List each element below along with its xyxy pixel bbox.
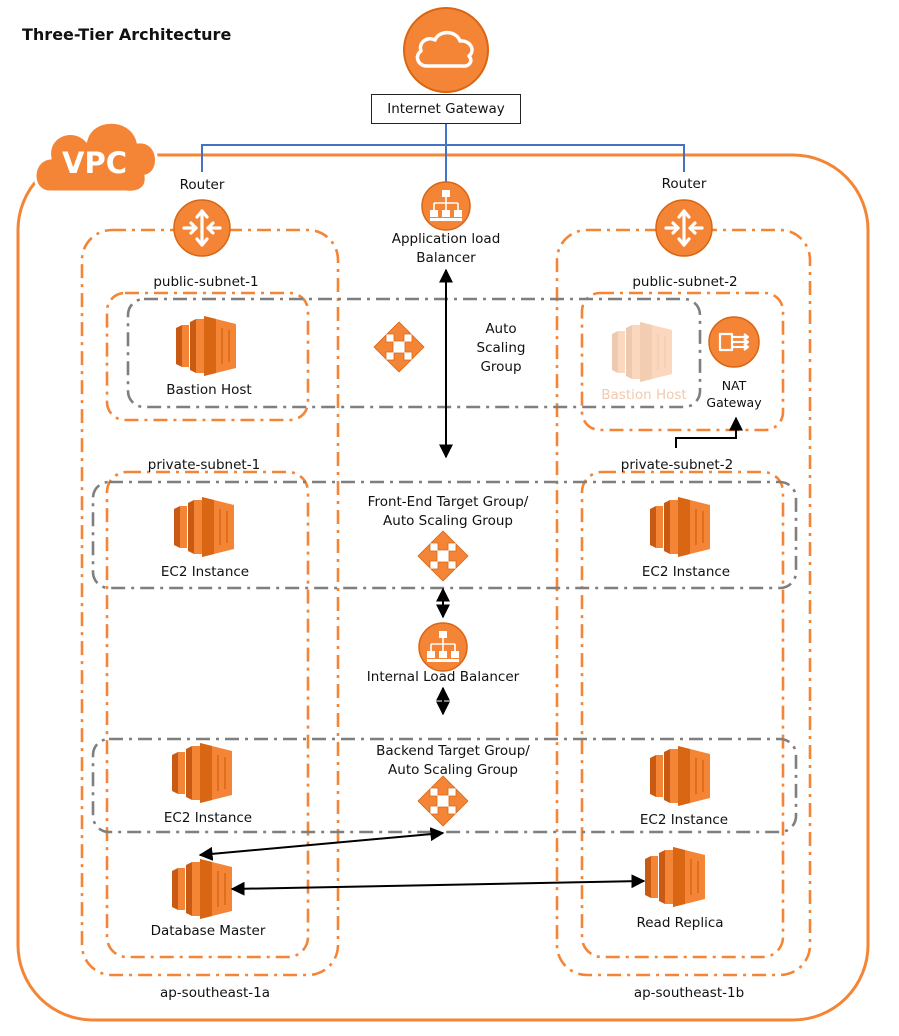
ec2-backend-left-icon: [171, 742, 233, 804]
ec2-backend-right-icon: [649, 745, 711, 807]
private-subnet-1-label: private-subnet-1: [147, 457, 261, 473]
diagram-title: Three-Tier Architecture: [22, 25, 232, 44]
vpc-label: VPC: [62, 146, 127, 180]
backend-to-db-arrow: [198, 827, 445, 861]
nat-gateway-label-line2: Gateway: [706, 395, 762, 410]
ec2-backend-right-label: EC2 Instance: [639, 812, 729, 828]
application-load-balancer-icon: [421, 181, 471, 231]
frontend-asg-boundary: [91, 480, 798, 590]
bastion-host-2-icon: [611, 321, 673, 383]
router-right-label: Router: [661, 176, 707, 192]
internal-lb-label: Internal Load Balancer: [366, 669, 520, 685]
asg-label-line3: Group: [480, 359, 522, 375]
ec2-backend-left-label: EC2 Instance: [163, 810, 253, 826]
public-subnet-2-boundary: [580, 291, 785, 432]
ec2-frontend-left-label: EC2 Instance: [160, 564, 250, 580]
db-to-replica-arrow: [230, 874, 646, 896]
subnet-to-nat-arrow: [675, 416, 743, 448]
bastion-autoscaling-icon: [373, 321, 425, 373]
ec2-frontend-left-icon: [173, 496, 235, 558]
igw-connector: [201, 124, 685, 186]
bastion-host-1-label: Bastion Host: [166, 382, 252, 398]
asg-label-line2: Scaling: [476, 340, 526, 356]
private-subnet-1-boundary: [105, 470, 310, 959]
database-master-icon: [171, 858, 233, 920]
private-subnet-2-label: private-subnet-2: [620, 457, 734, 473]
database-master-label: Database Master: [150, 923, 266, 939]
nat-gateway-label-line1: NAT: [721, 378, 747, 393]
vpc-cloud-icon: [33, 120, 158, 194]
az-left-label: ap-southeast-1a: [159, 985, 271, 1001]
internet-cloud-icon: [403, 7, 489, 93]
bastion-asg-boundary: [126, 297, 702, 409]
router-left-icon: [172, 198, 232, 258]
backend-asg-boundary: [91, 737, 798, 834]
backend-group-label-line1: Backend Target Group/: [376, 743, 530, 759]
read-replica-icon: [644, 846, 706, 908]
public-subnet-1-boundary: [105, 291, 310, 422]
vpc-boundary: [16, 153, 870, 1022]
asg-label-line1: Auto: [485, 321, 517, 337]
router-right-icon: [654, 198, 714, 258]
bastion-host-2-label: Bastion Host: [601, 387, 687, 403]
bastion-host-1-icon: [175, 315, 237, 377]
read-replica-label: Read Replica: [636, 915, 724, 931]
frontend-autoscaling-icon: [417, 530, 469, 582]
backend-group-label-line2: Auto Scaling Group: [388, 762, 518, 778]
alb-label-line1: Application load: [391, 231, 501, 247]
alb-label-line2: Balancer: [416, 250, 476, 266]
public-subnet-1-label: public-subnet-1: [153, 274, 259, 290]
public-subnet-2-label: public-subnet-2: [632, 274, 738, 290]
frontend-group-label-line1: Front-End Target Group/: [367, 494, 529, 510]
az-right-label: ap-southeast-1b: [633, 985, 745, 1001]
router-left-label: Router: [179, 177, 225, 193]
ec2-frontend-right-label: EC2 Instance: [641, 564, 731, 580]
internet-gateway-label: Internet Gateway: [371, 94, 521, 124]
private-subnet-2-boundary: [580, 470, 785, 959]
ec2-frontend-right-icon: [649, 496, 711, 558]
nat-gateway-icon: [707, 315, 761, 369]
internal-load-balancer-icon: [418, 622, 468, 672]
backend-autoscaling-icon: [417, 775, 469, 827]
frontend-group-label-line2: Auto Scaling Group: [383, 513, 513, 529]
